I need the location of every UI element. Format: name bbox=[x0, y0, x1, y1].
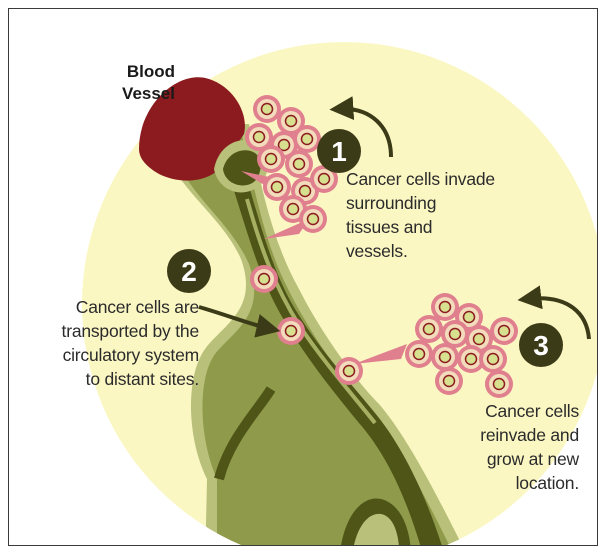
cancer-cell bbox=[250, 265, 278, 293]
cancer-cell bbox=[285, 150, 313, 178]
cancer-cell bbox=[277, 317, 305, 345]
svg-text:1: 1 bbox=[331, 136, 347, 167]
cancer-cell bbox=[257, 145, 285, 173]
cancer-cell bbox=[253, 95, 281, 123]
step-badge-2: 2 bbox=[167, 249, 211, 293]
svg-text:3: 3 bbox=[533, 330, 549, 361]
step-1-description: Cancer cells invade surrounding tissues … bbox=[346, 167, 495, 263]
cancer-cell bbox=[485, 370, 513, 398]
svg-text:2: 2 bbox=[181, 256, 197, 287]
cancer-cell bbox=[293, 125, 321, 153]
cancer-cell bbox=[299, 205, 327, 233]
cancer-cell bbox=[335, 357, 363, 385]
step-2-description: Cancer cells are transported by the circ… bbox=[31, 295, 199, 391]
diagram-frame: 1 2 3 Blood Vessel Cancer cells invade s… bbox=[8, 8, 598, 546]
blood-vessel-label: Blood Vessel bbox=[95, 61, 175, 105]
cancer-cell bbox=[405, 340, 433, 368]
step-badge-3: 3 bbox=[519, 323, 563, 367]
cancer-cell bbox=[435, 367, 463, 395]
cancer-cell bbox=[479, 345, 507, 373]
cancer-cell bbox=[431, 343, 459, 371]
step-3-description: Cancer cells reinvade and grow at new lo… bbox=[449, 399, 579, 495]
cancer-cell bbox=[415, 315, 443, 343]
cancer-cell bbox=[490, 317, 518, 345]
